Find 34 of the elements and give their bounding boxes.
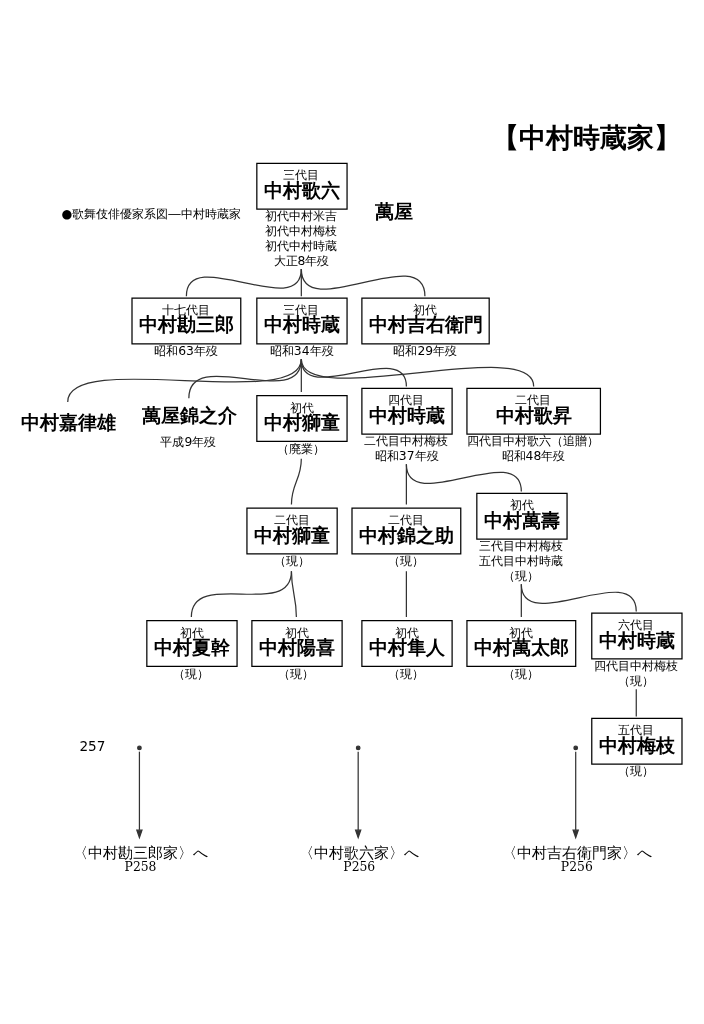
node-label: 初代中村時蔵: [265, 238, 338, 253]
node-label: 五代目中村時蔵: [479, 553, 564, 568]
node-label: 二代目中村梅枝: [364, 433, 449, 448]
node-label: （現）: [173, 666, 210, 680]
node-label: （現）: [387, 553, 424, 568]
node-label: （現）: [503, 568, 540, 583]
node-text: 〈中村歌六家〉へ P256: [298, 843, 419, 874]
node-label: 初代中村米吉: [265, 208, 338, 223]
node-label: 昭和63年歿: [154, 343, 218, 358]
node-label: （現）: [278, 666, 315, 680]
node-label: 四代目中村梅枝: [594, 658, 679, 673]
label: ●歌舞伎俳優家系図―中村時蔵家: [61, 206, 241, 221]
node-text: 萬屋錦之介: [141, 404, 237, 426]
node-label: 三代目中村梅枝: [479, 538, 564, 553]
node-text: 〈中村吉右衛門家〉へ P256: [501, 843, 652, 874]
node-label: 昭和48年歿: [501, 448, 566, 463]
label: 萬屋: [374, 200, 413, 222]
node-label: （廃業）: [277, 441, 326, 456]
node-label: 昭和37年歿: [374, 448, 439, 463]
node-label: （現）: [618, 763, 655, 778]
node-label: （現）: [502, 666, 539, 680]
node-label: 大正8年歿: [273, 253, 330, 268]
node-label: （現）: [618, 673, 655, 688]
node-label: 四代目中村歌六（追贈）: [466, 433, 599, 448]
node-label: 昭和34年歿: [269, 343, 334, 358]
diagram-title: 【中村時蔵家】: [491, 120, 681, 153]
node-label: （現）: [273, 553, 310, 568]
node-text: 中村嘉律雄: [20, 411, 116, 433]
node-label: 初代中村梅枝: [265, 223, 338, 238]
node-label: （現）: [388, 666, 425, 680]
label: 257: [79, 737, 106, 754]
node-label: 昭和29年歿: [393, 343, 458, 358]
node-label: 平成9年歿: [160, 434, 217, 449]
node-text: 〈中村勘三郎家〉へ P258: [72, 843, 208, 874]
